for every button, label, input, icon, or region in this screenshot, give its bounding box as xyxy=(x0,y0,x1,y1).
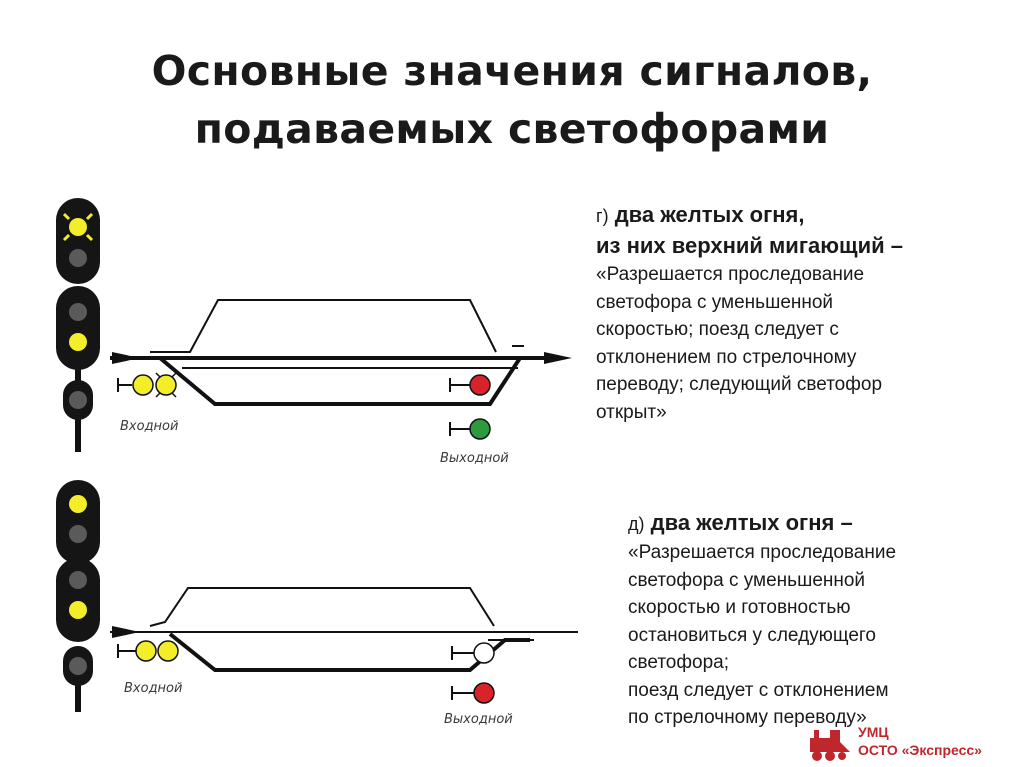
description-line: по стрелочному переводу» xyxy=(628,707,867,728)
brand-logo: УМЦ ОСТО «Экспресс» xyxy=(806,724,1006,764)
exit-light-unlit xyxy=(473,642,495,664)
description-line: светофора с уменьшенной xyxy=(628,569,866,591)
entry-light-yellow xyxy=(157,640,179,662)
description-d: д) два желтых огня – «Разрешается просле… xyxy=(628,508,896,732)
entry-light-yellow xyxy=(135,640,157,662)
entry-signal-label-d: Входной xyxy=(124,681,182,696)
diagram-g: Входной Выходной xyxy=(56,198,572,466)
description-g-head-2: из них верхний мигающий – xyxy=(596,233,903,258)
signal-light-yellow xyxy=(69,495,87,513)
entry-light-flashing-yellow xyxy=(155,374,177,396)
logo-text-2: ОСТО «Экспресс» xyxy=(858,742,982,758)
logo-text-1: УМЦ xyxy=(858,724,889,740)
exit-signal-label-d: Выходной xyxy=(444,712,513,727)
description-line: «Разрешается проследование xyxy=(596,264,865,285)
description-line: остановиться у следующего xyxy=(628,624,876,646)
entry-light-yellow xyxy=(132,374,154,396)
track-d xyxy=(110,587,578,672)
arrow-left-icon xyxy=(112,352,140,364)
description-line: светофора; xyxy=(628,652,729,673)
item-letter-g: г) xyxy=(596,206,609,226)
head-line-1: два желтых огня – xyxy=(650,510,853,535)
description-g: г) два желтых огня, из них верхний мигаю… xyxy=(596,200,903,426)
description-d-head-1: д) два желтых огня – xyxy=(628,508,896,539)
description-line: «Разрешается проследование xyxy=(628,542,897,563)
title-line-1: Основные значения сигналов, xyxy=(151,47,873,95)
signal-light-unlit xyxy=(69,525,87,543)
arrow-right-icon xyxy=(544,352,572,364)
locomotive-icon xyxy=(810,730,850,761)
head-line-1: два желтых огня, xyxy=(614,202,805,227)
page-title: Основные значения сигналов, подаваемых с… xyxy=(0,42,1024,158)
description-line: переводу; следующий светофор xyxy=(596,374,883,395)
description-g-head-1: г) два желтых огня, xyxy=(596,200,903,231)
signal-light-unlit xyxy=(69,571,87,589)
diagram-d: Входной Выходной xyxy=(56,480,578,727)
arrow-left-icon xyxy=(112,626,140,638)
signal-light-yellow xyxy=(69,333,87,351)
title-line-2: подаваемых светофорами xyxy=(194,105,830,153)
description-line: открыт» xyxy=(596,401,667,423)
track-g xyxy=(110,299,560,406)
signal-head-upper-d xyxy=(56,480,100,564)
exit-light-red xyxy=(469,374,491,396)
signal-light-unlit xyxy=(69,303,87,321)
exit-signal-label-g: Выходной xyxy=(440,451,509,466)
description-line: поезд следует с отклонением xyxy=(628,679,889,701)
signal-light-unlit xyxy=(69,249,87,267)
flashing-marks-icon xyxy=(155,372,177,398)
flashing-rays-icon xyxy=(62,212,94,242)
description-line: отклонением по стрелочному xyxy=(596,346,857,368)
signal-head-middle-g xyxy=(56,286,100,370)
exit-light-green xyxy=(469,418,491,440)
item-letter-d: д) xyxy=(628,514,645,534)
signal-light-yellow xyxy=(69,601,87,619)
description-line: светофора с уменьшенной xyxy=(596,291,834,313)
signal-light-flashing-yellow xyxy=(69,218,87,236)
signal-head-middle-d xyxy=(56,558,100,642)
description-line: скоростью и готовностью xyxy=(628,597,851,618)
signal-head-upper-g xyxy=(56,198,100,284)
exit-light-red xyxy=(473,682,495,704)
entry-signal-label-g: Входной xyxy=(120,419,178,434)
signal-light-unlit xyxy=(69,391,87,409)
signal-light-unlit xyxy=(69,657,87,675)
description-line: скоростью; поезд следует с xyxy=(596,319,839,340)
